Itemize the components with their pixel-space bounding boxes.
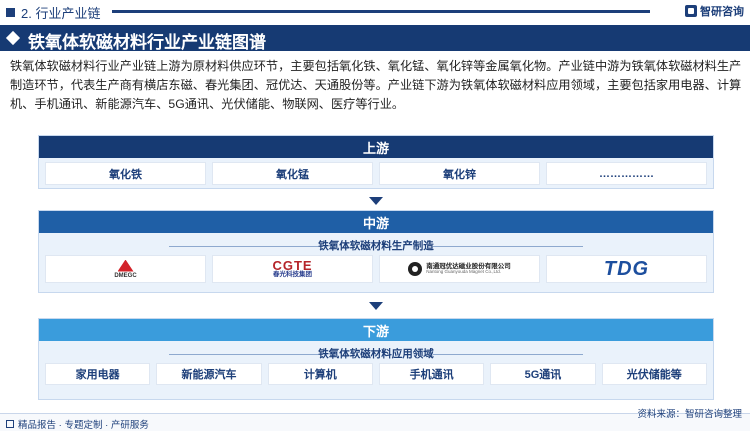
brand: 智研咨询 bbox=[685, 3, 744, 19]
company-logo-cgte: CGTE 春光科技集团 bbox=[212, 255, 373, 283]
upstream-header: 上游 bbox=[39, 136, 713, 158]
guanyouda-mark-icon bbox=[408, 262, 423, 276]
upstream-row: 氧化铁 氧化锰 氧化锌 …………… bbox=[39, 162, 713, 185]
cgte-sub: 春光科技集团 bbox=[273, 271, 312, 279]
downstream-item: 手机通讯 bbox=[378, 363, 485, 385]
page-title: 铁氧体软磁材料行业产业链图谱 bbox=[28, 33, 266, 52]
divider bbox=[169, 246, 319, 247]
report-icon bbox=[6, 420, 14, 428]
footer: 精品报告 · 专题定制 · 产研服务 资料来源：智研咨询整理 bbox=[0, 409, 750, 431]
divider bbox=[169, 354, 319, 355]
company-logo-dmegc: DMEGC bbox=[45, 255, 206, 283]
downstream-header: 下游 bbox=[39, 319, 713, 341]
midstream-subtitle: 铁氧体软磁材料生产制造 bbox=[318, 240, 434, 252]
downstream-item: 光伏储能等 bbox=[601, 363, 707, 385]
company-logo-guanyouda: 南通冠优达磁业股份有限公司 Nantong Guanyouda Magnet C… bbox=[379, 255, 540, 283]
section-title-text: 2. 行业产业链 bbox=[21, 6, 101, 21]
upstream-item: 氧化铁 bbox=[45, 162, 206, 185]
intro-paragraph: 铁氧体软磁材料行业产业链上游为原材料供应环节，主要包括氧化铁、氧化锰、氧化锌等金… bbox=[10, 59, 742, 111]
downstream-subtitle: 铁氧体软磁材料应用领域 bbox=[318, 348, 434, 360]
header-rule bbox=[112, 10, 650, 13]
down-arrow-icon bbox=[369, 302, 383, 310]
upstream-item: …………… bbox=[546, 162, 707, 185]
downstream-subhead: 铁氧体软磁材料应用领域 bbox=[39, 345, 713, 363]
downstream-item: 5G通讯 bbox=[490, 363, 596, 385]
source-note: 资料来源：智研咨询整理 bbox=[637, 409, 742, 420]
footer-services: 精品报告 · 专题定制 · 产研服务 bbox=[18, 420, 149, 431]
dmegc-name: DMEGC bbox=[114, 272, 137, 279]
title-band: 铁氧体软磁材料行业产业链图谱 bbox=[0, 25, 750, 52]
downstream-panel: 下游 铁氧体软磁材料应用领域 家用电器 新能源汽车 计算机 手机通讯 5G通讯 … bbox=[38, 318, 714, 400]
footer-left: 精品报告 · 专题定制 · 产研服务 bbox=[6, 417, 149, 431]
tdg-name: TDG bbox=[603, 257, 650, 280]
downstream-row: 家用电器 新能源汽车 计算机 手机通讯 5G通讯 光伏储能等 bbox=[39, 363, 713, 385]
midstream-panel: 中游 铁氧体软磁材料生产制造 DMEGC CGTE 春光科技集团 南通冠优达磁业… bbox=[38, 210, 714, 293]
upstream-item: 氧化锌 bbox=[379, 162, 540, 185]
guanyouda-name: 南通冠优达磁业股份有限公司 bbox=[426, 262, 511, 270]
dmegc-mark-icon bbox=[117, 259, 134, 272]
brand-name: 智研咨询 bbox=[700, 6, 744, 18]
diamond-icon bbox=[5, 30, 21, 46]
midstream-header: 中游 bbox=[39, 211, 713, 233]
downstream-item: 家用电器 bbox=[45, 363, 151, 385]
midstream-logos: DMEGC CGTE 春光科技集团 南通冠优达磁业股份有限公司 Nantong … bbox=[39, 255, 713, 283]
midstream-subhead: 铁氧体软磁材料生产制造 bbox=[39, 237, 713, 255]
brand-logo-icon bbox=[685, 5, 697, 17]
top-bar: 2. 行业产业链 智研咨询 bbox=[0, 0, 750, 22]
section-title: 2. 行业产业链 bbox=[6, 3, 100, 22]
guanyouda-sub: Nantong Guanyouda Magnet Co.,Ltd. bbox=[426, 269, 502, 275]
downstream-item: 计算机 bbox=[267, 363, 373, 385]
upstream-panel: 上游 氧化铁 氧化锰 氧化锌 …………… bbox=[38, 135, 714, 189]
cgte-name: CGTE bbox=[272, 258, 313, 274]
divider bbox=[433, 246, 583, 247]
downstream-item: 新能源汽车 bbox=[156, 363, 262, 385]
down-arrow-icon bbox=[369, 197, 383, 205]
square-icon bbox=[6, 8, 15, 17]
divider bbox=[433, 354, 583, 355]
company-logo-tdg: TDG bbox=[546, 255, 707, 283]
upstream-item: 氧化锰 bbox=[212, 162, 373, 185]
